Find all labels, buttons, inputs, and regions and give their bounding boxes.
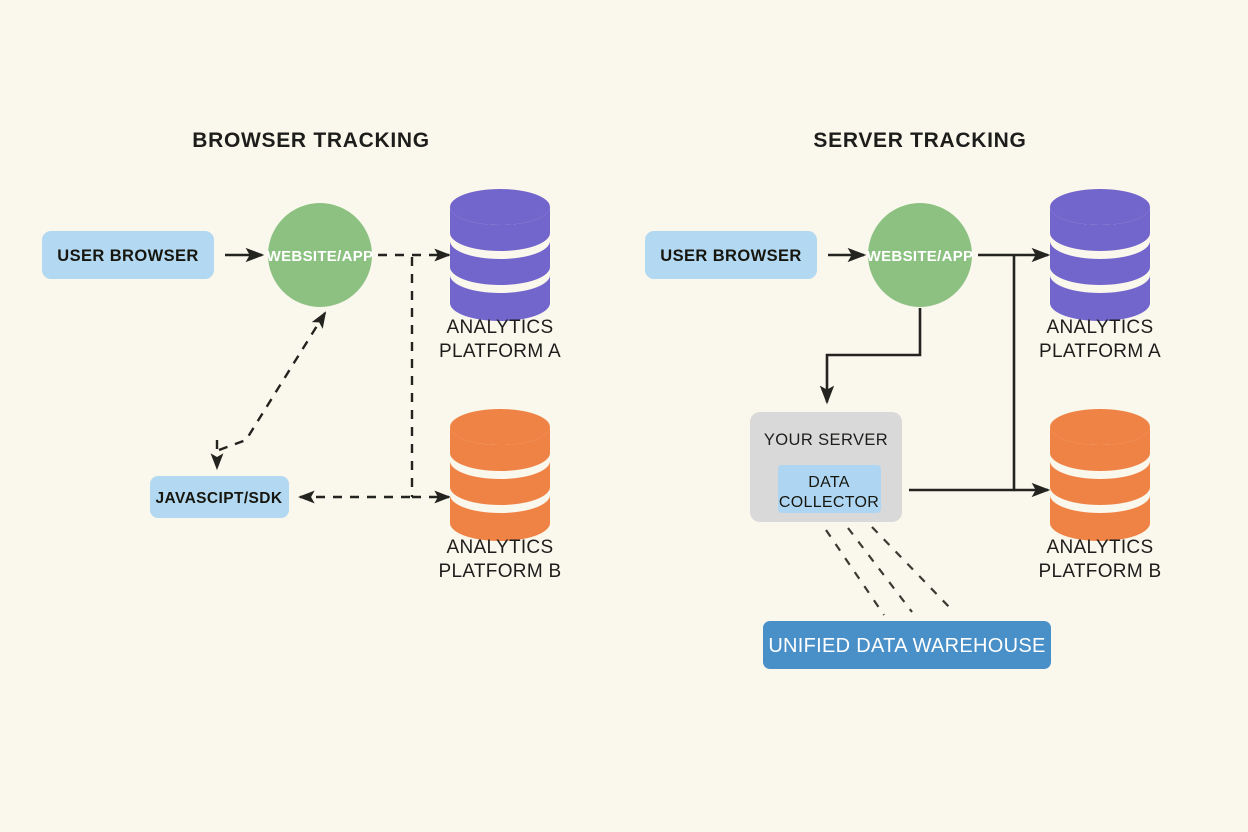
panel-browser-tracking: BROWSER TRACKING USER BROWSER WEBSITE/AP…	[42, 129, 562, 582]
node-analytics-platform-b-right[interactable]: ANALYTICS PLATFORM B	[1039, 409, 1162, 582]
node-label-data-collector-line2: COLLECTOR	[779, 494, 879, 511]
node-user-browser-right[interactable]: USER BROWSER	[645, 231, 817, 279]
node-analytics-platform-b-left[interactable]: ANALYTICS PLATFORM B	[439, 409, 562, 582]
node-javascript-sdk[interactable]: JAVASCIPT/SDK	[150, 476, 289, 518]
node-data-collector[interactable]: DATA COLLECTOR	[778, 465, 881, 513]
db-caption-platform-b-left-line1: ANALYTICS	[447, 537, 554, 558]
node-website-app-right[interactable]: WEBSITE/APP	[867, 203, 974, 307]
db-caption-platform-b-left-line2: PLATFORM B	[439, 561, 562, 582]
database-icon-purple-right	[1050, 189, 1150, 321]
db-caption-platform-a-right-line2: PLATFORM A	[1039, 341, 1161, 362]
database-icon-orange-right	[1050, 409, 1150, 541]
node-label-javascript-sdk: JAVASCIPT/SDK	[156, 490, 283, 507]
db-caption-platform-b-right-line2: PLATFORM B	[1039, 561, 1162, 582]
db-caption-platform-b-right-line1: ANALYTICS	[1047, 537, 1154, 558]
node-label-data-collector-line1: DATA	[808, 474, 850, 491]
db-caption-platform-a-right-line1: ANALYTICS	[1047, 317, 1154, 338]
node-website-app-left[interactable]: WEBSITE/APP	[267, 203, 374, 307]
panel-server-tracking: SERVER TRACKING USER BROWSER WEBSITE/APP	[645, 129, 1162, 669]
node-label-unified-data-warehouse: UNIFIED DATA WAREHOUSE	[768, 635, 1045, 657]
leak-line-3	[871, 526, 953, 611]
db-caption-platform-a-left-line2: PLATFORM A	[439, 341, 561, 362]
panel-title-browser-tracking: BROWSER TRACKING	[192, 129, 430, 152]
node-analytics-platform-a-left[interactable]: ANALYTICS PLATFORM A	[439, 189, 561, 362]
node-label-website-app-right: WEBSITE/APP	[867, 248, 974, 265]
leak-line-2	[847, 527, 913, 613]
node-label-user-browser-left: USER BROWSER	[57, 247, 198, 265]
database-icon-orange-left	[450, 409, 550, 541]
node-label-user-browser-right: USER BROWSER	[660, 247, 801, 265]
panel-title-server-tracking: SERVER TRACKING	[813, 129, 1026, 152]
node-your-server[interactable]: YOUR SERVER DATA COLLECTOR	[750, 412, 902, 522]
node-label-your-server: YOUR SERVER	[764, 431, 888, 449]
db-caption-platform-a-left-line1: ANALYTICS	[447, 317, 554, 338]
arrow-sdk-to-website-left	[218, 311, 327, 452]
leak-line-1	[825, 529, 885, 616]
database-icon-purple-left	[450, 189, 550, 321]
node-analytics-platform-a-right[interactable]: ANALYTICS PLATFORM A	[1039, 189, 1161, 362]
node-label-website-app-left: WEBSITE/APP	[267, 248, 374, 265]
node-unified-data-warehouse[interactable]: UNIFIED DATA WAREHOUSE	[763, 621, 1051, 669]
node-user-browser-left[interactable]: USER BROWSER	[42, 231, 214, 279]
arrow-website-to-server	[819, 308, 922, 405]
